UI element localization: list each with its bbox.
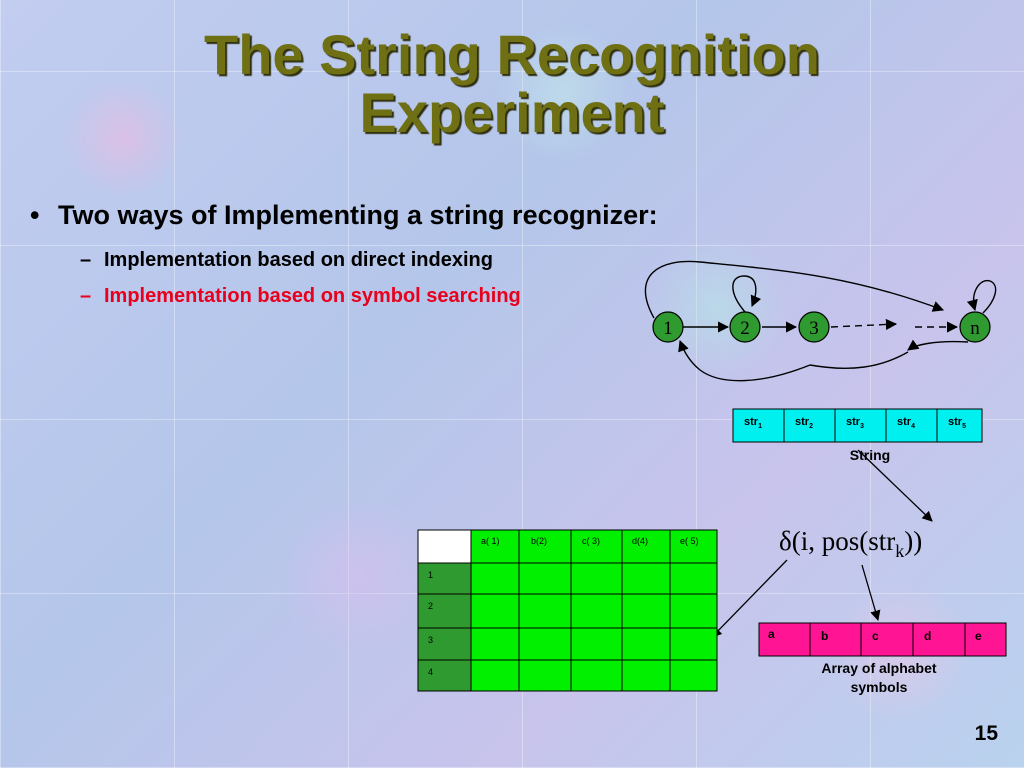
string-cell: str1 (732, 408, 785, 443)
automaton-edges (644, 260, 997, 382)
edge-n-back-mid (809, 351, 909, 369)
self-loop-n (966, 279, 997, 314)
string-cell: str2 (783, 408, 836, 443)
table-column-header: c( 3) (582, 536, 600, 546)
formula-subscript: k (895, 541, 904, 561)
arrow-formula-to-alphabet (861, 564, 881, 621)
arrow-formula-to-table (711, 559, 788, 638)
bullet-main: • Two ways of Implementing a string recog… (30, 200, 658, 231)
alphabet-caption-line-1: Array of alphabet (821, 660, 936, 676)
table-column-header: a( 1) (481, 536, 500, 546)
string-caption: String (850, 447, 890, 463)
table-row-header: 2 (428, 601, 433, 611)
string-array: str1 str2 str3 str4 str5 String (732, 408, 983, 463)
alphabet-caption-line-2: symbols (851, 679, 908, 695)
string-cell-text: str (846, 416, 861, 428)
table-row-header: 4 (428, 667, 433, 677)
string-cell-text: str (948, 416, 963, 428)
alphabet-cell: c (872, 629, 879, 643)
string-cell-text: str (744, 416, 759, 428)
svg-text:str1: str1 (744, 416, 762, 430)
alphabet-array: a b c d e Array of alphabet symbols (758, 622, 1007, 695)
table-row: 3 (417, 627, 718, 661)
formula-suffix: )) (904, 526, 922, 556)
node-2: 2 (729, 311, 761, 343)
connector-arrows (711, 449, 933, 638)
title-line-1: The String Recognition (204, 23, 820, 86)
svg-text:str2: str2 (795, 416, 813, 430)
node-3: 3 (798, 311, 830, 343)
edge-n-back (907, 339, 969, 351)
alphabet-cell: d (924, 629, 931, 643)
table-row: 4 (417, 659, 718, 692)
delta-formula: δ(i, pos(strk)) (779, 526, 922, 561)
string-cell-text: str (795, 416, 810, 428)
string-cell-sub: 3 (860, 423, 864, 430)
svg-text:str3: str3 (846, 416, 864, 430)
alphabet-cell: e (975, 629, 982, 643)
sub-bullet-direct-indexing: –Implementation based on direct indexing (80, 249, 493, 272)
table-row: 1 (417, 562, 718, 595)
self-loop-2 (732, 275, 762, 313)
page-number: 15 (974, 722, 998, 745)
sub-bullet-symbol-searching: –Implementation based on symbol searchin… (80, 285, 521, 308)
string-cell: str5 (936, 408, 983, 443)
string-cell-sub: 2 (809, 423, 813, 430)
sub-bullet-dash: – (80, 285, 92, 307)
svg-text:str5: str5 (948, 416, 966, 430)
table-row: 2 (417, 593, 718, 629)
string-cell-sub: 4 (911, 423, 915, 430)
arrow-string-to-formula (857, 449, 933, 522)
transition-table: a( 1) b(2) c( 3) d(4) e( 5) 1 2 (417, 529, 718, 692)
table-row-header: 3 (428, 635, 433, 645)
node-n-label: n (970, 318, 980, 339)
sub-bullet-dash: – (80, 249, 92, 271)
string-cell-sub: 5 (962, 423, 966, 430)
node-3-label: 3 (809, 318, 819, 339)
alphabet-cell: a (768, 627, 775, 641)
table-column-header: b(2) (531, 536, 547, 546)
sub-bullet-1-text: Implementation based on direct indexing (104, 249, 493, 271)
slide-title: The String Recognition Experiment (0, 26, 1024, 142)
title-line-2: Experiment (359, 81, 665, 144)
string-cell: str4 (885, 408, 938, 443)
node-2-label: 2 (740, 318, 750, 339)
table-column-header: e( 5) (680, 536, 699, 546)
table-column-header: d(4) (632, 536, 648, 546)
sub-bullet-2-text: Implementation based on symbol searching (104, 285, 521, 307)
svg-text:str4: str4 (897, 416, 915, 430)
edge-3-dots (830, 318, 898, 331)
formula-prefix: δ(i, pos(str (779, 526, 895, 556)
bullet-marker: • (30, 200, 40, 230)
edge-1-n-top (644, 260, 945, 319)
string-cell-text: str (897, 416, 912, 428)
table-row-header: 1 (428, 570, 433, 580)
table-corner-cell (417, 529, 472, 564)
string-cell: str3 (834, 408, 887, 443)
node-1-label: 1 (663, 318, 673, 339)
alphabet-cell: b (821, 629, 828, 643)
node-1: 1 (652, 311, 684, 343)
node-n: n (959, 311, 991, 343)
bullet-main-text: Two ways of Implementing a string recogn… (58, 200, 658, 230)
string-cell-sub: 1 (758, 423, 762, 430)
edge-back-to-1 (678, 339, 811, 382)
